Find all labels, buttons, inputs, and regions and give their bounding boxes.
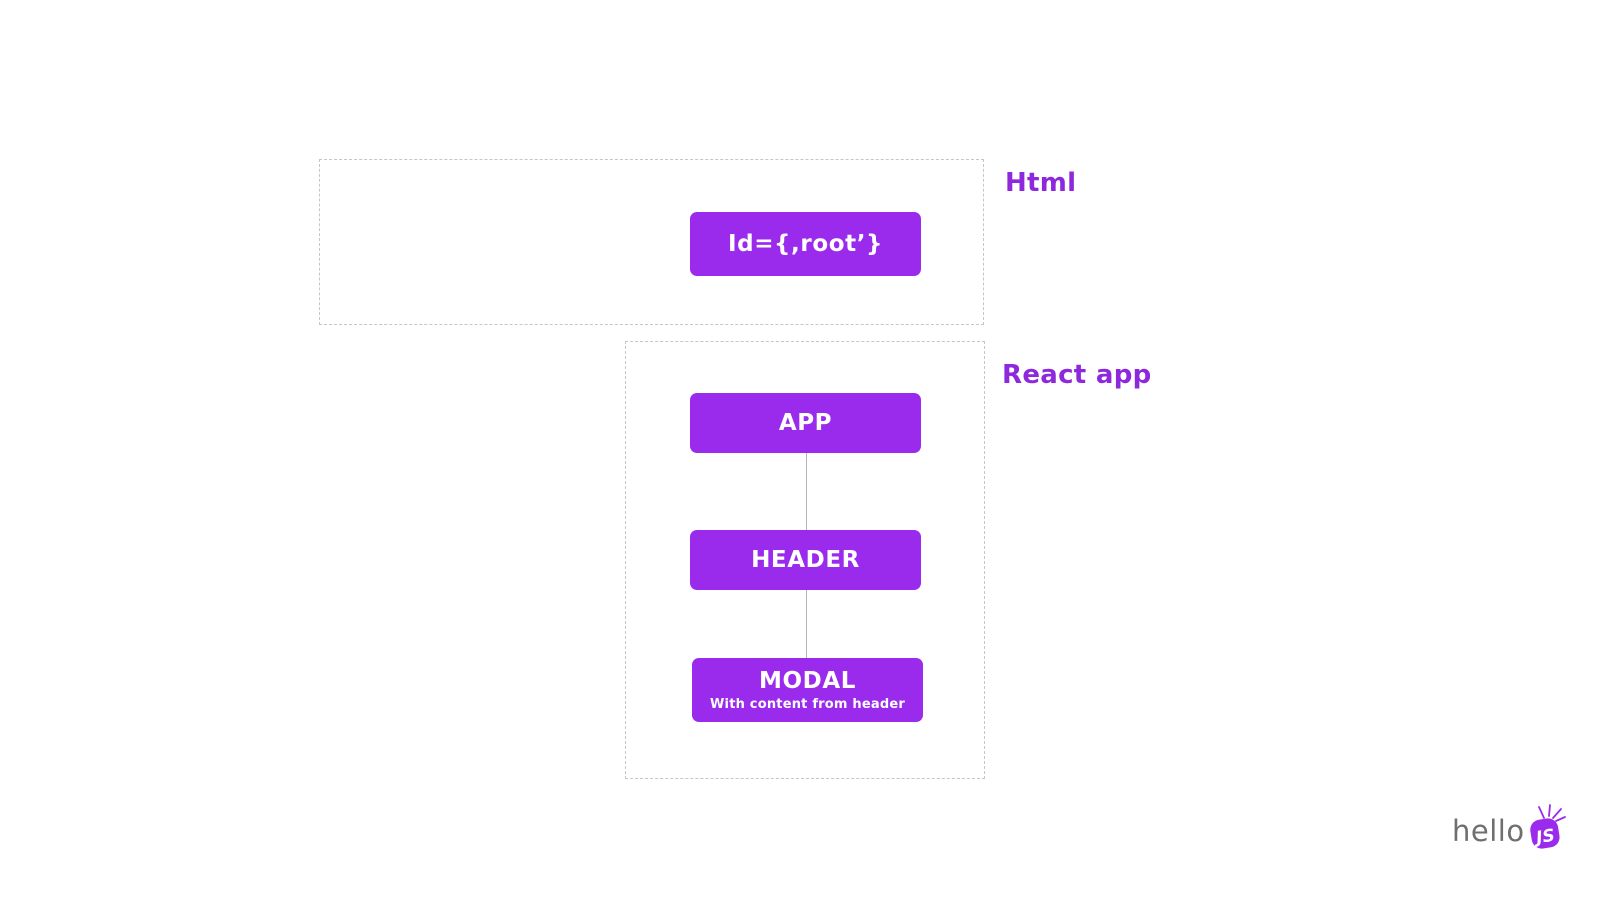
node-modal-title: MODAL — [759, 668, 856, 695]
html-group-label: Html — [1005, 168, 1077, 198]
react-group-label: React app — [1002, 360, 1152, 390]
logo-badge-text: JS — [1531, 826, 1555, 849]
node-modal-subtitle: With content from header — [710, 696, 905, 712]
node-app-title: APP — [778, 409, 833, 436]
hellojs-logo: hello JS — [1452, 804, 1568, 854]
node-root-element: Id={,root’} — [690, 212, 921, 276]
node-root-title: Id={,root’} — [727, 230, 884, 257]
logo-js-badge-icon: JS — [1529, 804, 1566, 849]
node-app: APP — [690, 393, 921, 453]
html-group-box — [319, 159, 984, 325]
react-group-box — [625, 341, 985, 779]
connector-app-header — [806, 453, 807, 530]
node-header: HEADER — [690, 530, 921, 590]
node-header-title: HEADER — [751, 546, 860, 573]
logo-text: hello — [1452, 813, 1525, 848]
connector-header-modal — [806, 590, 807, 658]
node-modal: MODAL With content from header — [692, 658, 923, 722]
